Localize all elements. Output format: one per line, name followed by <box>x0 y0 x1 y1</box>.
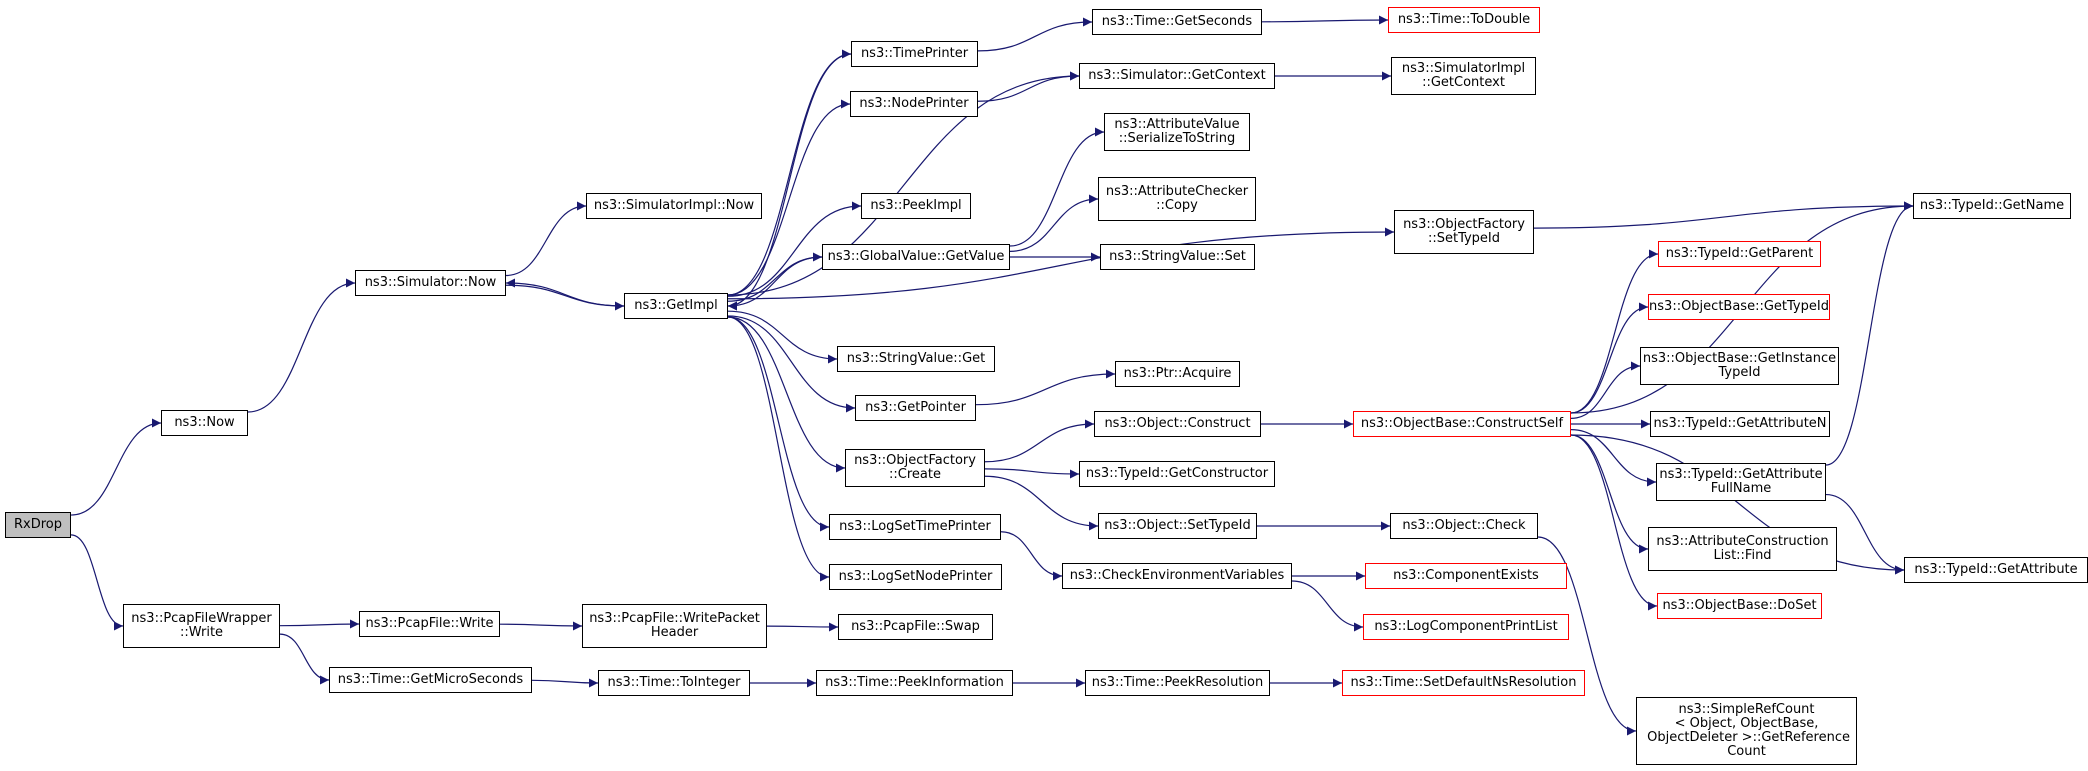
node-strvalget[interactable]: ns3::StringValue::Get <box>837 346 995 372</box>
edge-ofcreate-to-objsettid <box>984 475 1099 531</box>
node-getseconds[interactable]: ns3::Time::GetSeconds <box>1092 9 1262 35</box>
node-ptracquire[interactable]: ns3::Ptr::Acquire <box>1115 361 1240 387</box>
edge-pcapwrite-to-writepkthdr <box>499 621 583 631</box>
edge-getimpl-to-logsetnode <box>727 316 830 582</box>
node-tointeger[interactable]: ns3::Time::ToInteger <box>598 670 750 696</box>
edge-pcapwrap-to-getmicro <box>279 633 330 685</box>
edge-ofsettid-to-tidgetname <box>1533 201 1914 229</box>
node-logsettime[interactable]: ns3::LogSetTimePrinter <box>829 514 1001 540</box>
edge-checkenv-to-logcompprint <box>1291 580 1364 632</box>
edge-gvgetvalue-to-getimpl <box>727 256 823 311</box>
node-avserialize[interactable]: ns3::AttributeValue ::SerializeToString <box>1104 113 1250 151</box>
edge-gvgetvalue-to-avserialize <box>1009 127 1105 247</box>
edge-obconstructself-to-tidgetattr <box>1570 434 1905 575</box>
node-ofsettid[interactable]: ns3::ObjectFactory ::SetTypeId <box>1394 210 1534 254</box>
edge-getimpl-to-getpointer <box>727 315 856 413</box>
edge-ofcreate-to-objconstruct <box>984 419 1095 463</box>
edge-logsettime-to-checkenv <box>1000 531 1063 581</box>
node-simgetctx[interactable]: ns3::Simulator::GetContext <box>1079 63 1275 89</box>
node-logcompprint[interactable]: ns3::LogComponentPrintList <box>1363 614 1569 640</box>
edge-getimpl-to-peekimpl <box>727 201 862 297</box>
node-gvgetvalue[interactable]: ns3::GlobalValue::GetValue <box>822 244 1010 270</box>
node-acfind[interactable]: ns3::AttributeConstruction List::Find <box>1648 527 1837 571</box>
edge-obconstructself-to-tidgetattrfull <box>1570 429 1657 487</box>
edge-getpointer-to-ptracquire <box>975 369 1116 406</box>
node-setdefres[interactable]: ns3::Time::SetDefaultNsResolution <box>1342 670 1585 696</box>
node-simnow[interactable]: ns3::Simulator::Now <box>355 270 506 296</box>
node-simimplgetctx[interactable]: ns3::SimulatorImpl ::GetContext <box>1391 57 1536 95</box>
node-tidgetname[interactable]: ns3::TypeId::GetName <box>1913 193 2071 219</box>
edge-getimpl-to-simnow <box>505 278 625 307</box>
edge-getmicro-to-tointeger <box>531 678 599 688</box>
edge-rxdrop-to-pcapwrap <box>70 534 124 631</box>
edge-simnow-to-getimpl <box>505 284 625 311</box>
edge-getimpl-to-ofsettid <box>727 227 1395 300</box>
node-pcapswap[interactable]: ns3::PcapFile::Swap <box>838 614 993 640</box>
node-nodeprinter[interactable]: ns3::NodePrinter <box>850 91 978 117</box>
edge-nodeprinter-to-simgetctx <box>977 71 1080 102</box>
edge-tidgetattrfull-to-tidgetname <box>1825 201 1914 466</box>
node-srcgetref[interactable]: ns3::SimpleRefCount < Object, ObjectBase… <box>1636 697 1857 765</box>
edge-simnow-to-simimplnow <box>505 201 587 277</box>
node-obgetinsttid[interactable]: ns3::ObjectBase::GetInstance TypeId <box>1640 347 1839 385</box>
node-peekres[interactable]: ns3::Time::PeekResolution <box>1085 670 1270 696</box>
node-getpointer[interactable]: ns3::GetPointer <box>855 395 976 421</box>
edge-tidgetattrfull-to-tidgetattr <box>1825 493 1905 575</box>
edge-obconstructself-to-obdoset <box>1570 434 1658 611</box>
edge-timeprinter-to-getseconds <box>977 17 1093 52</box>
edge-obconstructself-to-acfind <box>1570 434 1649 554</box>
node-compexists[interactable]: ns3::ComponentExists <box>1365 563 1567 589</box>
node-accopy[interactable]: ns3::AttributeChecker ::Copy <box>1098 177 1256 221</box>
node-tidgetattrn[interactable]: ns3::TypeId::GetAttributeN <box>1650 411 1830 437</box>
edge-pcapwrap-to-pcapwrite <box>279 619 360 629</box>
node-tidgetparent[interactable]: ns3::TypeId::GetParent <box>1658 241 1821 267</box>
node-getimpl[interactable]: ns3::GetImpl <box>624 293 728 319</box>
edge-objcheck-to-srcgetref <box>1537 536 1637 736</box>
edge-gvgetvalue-to-accopy <box>1009 194 1099 252</box>
edge-now-to-simnow <box>247 278 356 413</box>
node-tidgetctor[interactable]: ns3::TypeId::GetConstructor <box>1079 461 1275 487</box>
edge-obconstructself-to-obgetinsttid <box>1570 361 1641 419</box>
edge-obconstructself-to-obgettid <box>1570 302 1649 414</box>
node-now[interactable]: ns3::Now <box>161 410 248 436</box>
node-getmicro[interactable]: ns3::Time::GetMicroSeconds <box>329 667 532 693</box>
edge-getimpl-to-strvalget <box>727 310 838 364</box>
node-objsettid[interactable]: ns3::Object::SetTypeId <box>1098 513 1257 539</box>
edge-rxdrop-to-now <box>70 418 162 516</box>
node-tidgetattr[interactable]: ns3::TypeId::GetAttribute <box>1904 557 2088 583</box>
node-strvalset[interactable]: ns3::StringValue::Set <box>1100 244 1255 270</box>
node-pcapwrap[interactable]: ns3::PcapFileWrapper ::Write <box>123 604 280 648</box>
node-peekimpl[interactable]: ns3::PeekImpl <box>861 193 971 219</box>
edge-getimpl-to-simgetctx <box>727 71 1080 296</box>
node-objcheck[interactable]: ns3::Object::Check <box>1390 513 1538 539</box>
node-checkenv[interactable]: ns3::CheckEnvironmentVariables <box>1062 563 1292 589</box>
node-ofcreate[interactable]: ns3::ObjectFactory ::Create <box>845 449 985 487</box>
edge-ofcreate-to-tidgetctor <box>984 468 1080 479</box>
node-logsetnode[interactable]: ns3::LogSetNodePrinter <box>829 564 1002 590</box>
node-peekinfo[interactable]: ns3::Time::PeekInformation <box>816 670 1013 696</box>
edge-writepkthdr-to-pcapswap <box>766 622 839 632</box>
edge-getimpl-to-nodeprinter <box>727 99 851 296</box>
node-obdoset[interactable]: ns3::ObjectBase::DoSet <box>1657 593 1822 619</box>
node-obgettid[interactable]: ns3::ObjectBase::GetTypeId <box>1648 294 1830 320</box>
edge-getimpl-to-logsettime <box>727 316 830 532</box>
edge-getseconds-to-todouble <box>1261 15 1389 25</box>
edge-obconstructself-to-tidgetparent <box>1570 249 1659 414</box>
node-objconstruct[interactable]: ns3::Object::Construct <box>1094 411 1261 437</box>
node-pcapwrite[interactable]: ns3::PcapFile::Write <box>359 611 500 637</box>
node-obconstructself[interactable]: ns3::ObjectBase::ConstructSelf <box>1353 411 1571 437</box>
node-rxdrop[interactable]: RxDrop <box>5 512 71 538</box>
node-writepkthdr[interactable]: ns3::PcapFile::WritePacket Header <box>582 604 767 648</box>
node-tidgetattrfull[interactable]: ns3::TypeId::GetAttribute FullName <box>1656 463 1826 501</box>
edge-timeprinter-to-getimpl <box>727 53 852 311</box>
node-simimplnow[interactable]: ns3::SimulatorImpl::Now <box>586 193 762 219</box>
edge-getimpl-to-ofcreate <box>727 316 846 473</box>
node-timeprinter[interactable]: ns3::TimePrinter <box>851 41 978 67</box>
node-todouble[interactable]: ns3::Time::ToDouble <box>1388 7 1540 33</box>
